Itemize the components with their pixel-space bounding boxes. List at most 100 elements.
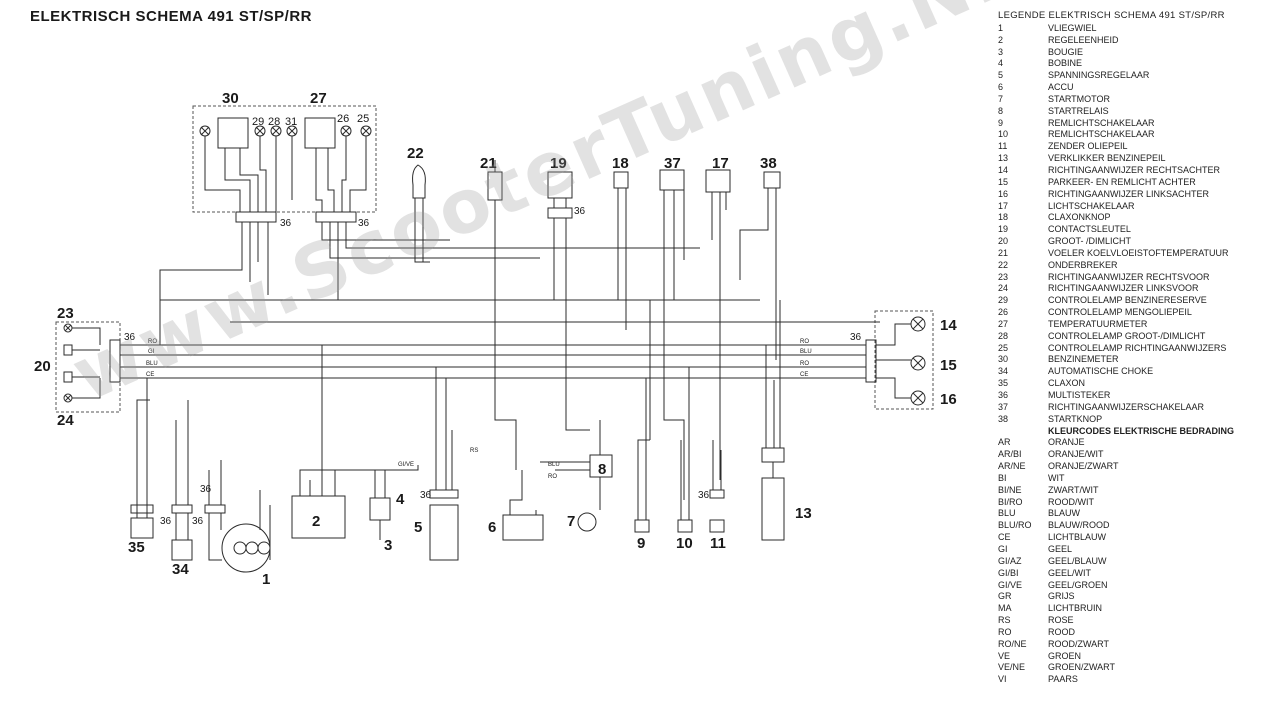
connector-label: 36: [420, 490, 432, 501]
color-code-row-code: VI: [998, 674, 1007, 685]
color-code-row-code: BLU/RO: [998, 520, 1032, 531]
color-code-row-code: AR/NE: [998, 461, 1026, 472]
wire-label: RO: [800, 339, 809, 345]
color-code-row-text: BLAUW: [1048, 508, 1081, 519]
color-code-row-text: GRIJS: [1048, 591, 1075, 602]
legend-row-code: 6: [998, 82, 1004, 93]
color-code-row-code: AR: [998, 437, 1011, 448]
front-lamps: [63, 323, 73, 403]
legend-row-text: CONTROLELAMP MENGOLIEPEIL: [1048, 307, 1192, 318]
legend-row-text: VERKLIKKER BENZINEPEIL: [1048, 153, 1166, 164]
color-code-row-text: ROOD: [1048, 626, 1075, 637]
color-code-row-code: VE: [998, 650, 1011, 661]
legend-row-text: LICHTSCHAKELAAR: [1048, 200, 1135, 211]
connector-36-front: [109, 339, 121, 383]
connector-label: 36: [160, 516, 172, 527]
label-8: 8: [598, 461, 606, 478]
color-code-row-text: ORANJE/ZWART: [1048, 461, 1119, 472]
label-3: 3: [384, 537, 392, 554]
dashboard-box: [192, 105, 377, 213]
connector-36-cluster-left: [235, 211, 277, 223]
label-16: 16: [940, 391, 957, 408]
color-code-row-text: ORANJE: [1048, 437, 1085, 448]
turn-switch-37: [659, 169, 685, 191]
legend-row-text: MULTISTEKER: [1048, 390, 1111, 400]
label-2: 2: [312, 513, 320, 530]
legend-row-code: 23: [998, 271, 1009, 282]
label-27: 27: [310, 90, 327, 107]
ignition-key-19: [547, 171, 573, 199]
legend-row-code: 4: [998, 58, 1004, 69]
coil-4: [369, 497, 391, 521]
legend-row-text: CLAXON: [1048, 378, 1086, 389]
legend-row-code: 38: [998, 413, 1009, 424]
legend-row-text: RICHTINGAANWIJZERSCHAKELAAR: [1048, 401, 1205, 412]
legend-row-text: RICHTINGAANWIJZER LINKSVOOR: [1048, 283, 1199, 294]
page-title: ELEKTRISCH SCHEMA 491 ST/SP/RR: [30, 8, 312, 25]
connector-label: 36: [358, 218, 370, 229]
legend-row-code: 17: [998, 200, 1009, 211]
label-7: 7: [567, 513, 575, 530]
wire-label: RS: [470, 448, 478, 454]
regulator-5: [429, 504, 459, 561]
color-code-row: CE LICHTBLAUW: [998, 532, 1273, 544]
legend-row-code: 16: [998, 188, 1009, 199]
connector-label: 36: [192, 516, 204, 527]
wire-label: GI: [148, 349, 155, 355]
legend-row-text: BENZINEMETER: [1048, 354, 1119, 365]
start-button-38: [763, 171, 781, 189]
connector-36-fuel: [761, 447, 785, 463]
label-37: 37: [664, 155, 681, 172]
color-code-row-code: RS: [998, 615, 1011, 626]
color-code-row-code: MA: [998, 603, 1012, 614]
label-18: 18: [612, 155, 629, 172]
legend-row-text: STARTRELAIS: [1048, 105, 1109, 116]
legend-row-text: AUTOMATISCHE CHOKE: [1048, 366, 1154, 377]
color-code-row-text: ORANJE/WIT: [1048, 449, 1104, 460]
color-code-row-text: GROEN/ZWART: [1048, 662, 1115, 673]
label-29: 29: [252, 116, 264, 128]
label-20: 20: [34, 358, 51, 375]
connector-label: 36: [124, 332, 136, 343]
color-code-row-code: BI/NE: [998, 484, 1022, 495]
legend-row-code: 24: [998, 283, 1009, 294]
wire-label: CE: [146, 372, 154, 378]
legend-row-code: 9: [998, 117, 1004, 128]
wire-label: BLU: [800, 349, 812, 355]
rear-lights-box: [874, 310, 934, 410]
label-34: 34: [172, 561, 189, 578]
legend-row-text: ONDERBREKER: [1048, 259, 1118, 270]
connector-label: 36: [850, 332, 862, 343]
wire-label: CE: [800, 372, 808, 378]
sensor-21: [487, 171, 503, 201]
color-codes-heading: KLEURCODES ELEKTRISCHE BEDRADING: [1048, 425, 1235, 436]
legend-row-text: REMLICHTSCHAKELAAR: [1048, 129, 1155, 140]
label-38: 38: [760, 155, 777, 172]
color-code-row-text: GEEL/WIT: [1048, 567, 1092, 578]
label-5: 5: [414, 519, 422, 536]
color-code-row-text: GEEL/BLAUW: [1048, 555, 1107, 566]
color-code-row-text: WIT: [1048, 472, 1065, 483]
color-code-row-text: GEEL: [1048, 543, 1073, 554]
color-code-row-text: LICHTBLAUW: [1048, 532, 1107, 543]
color-code-row-code: AR/BI: [998, 449, 1022, 460]
color-code-row-code: CE: [998, 532, 1011, 543]
